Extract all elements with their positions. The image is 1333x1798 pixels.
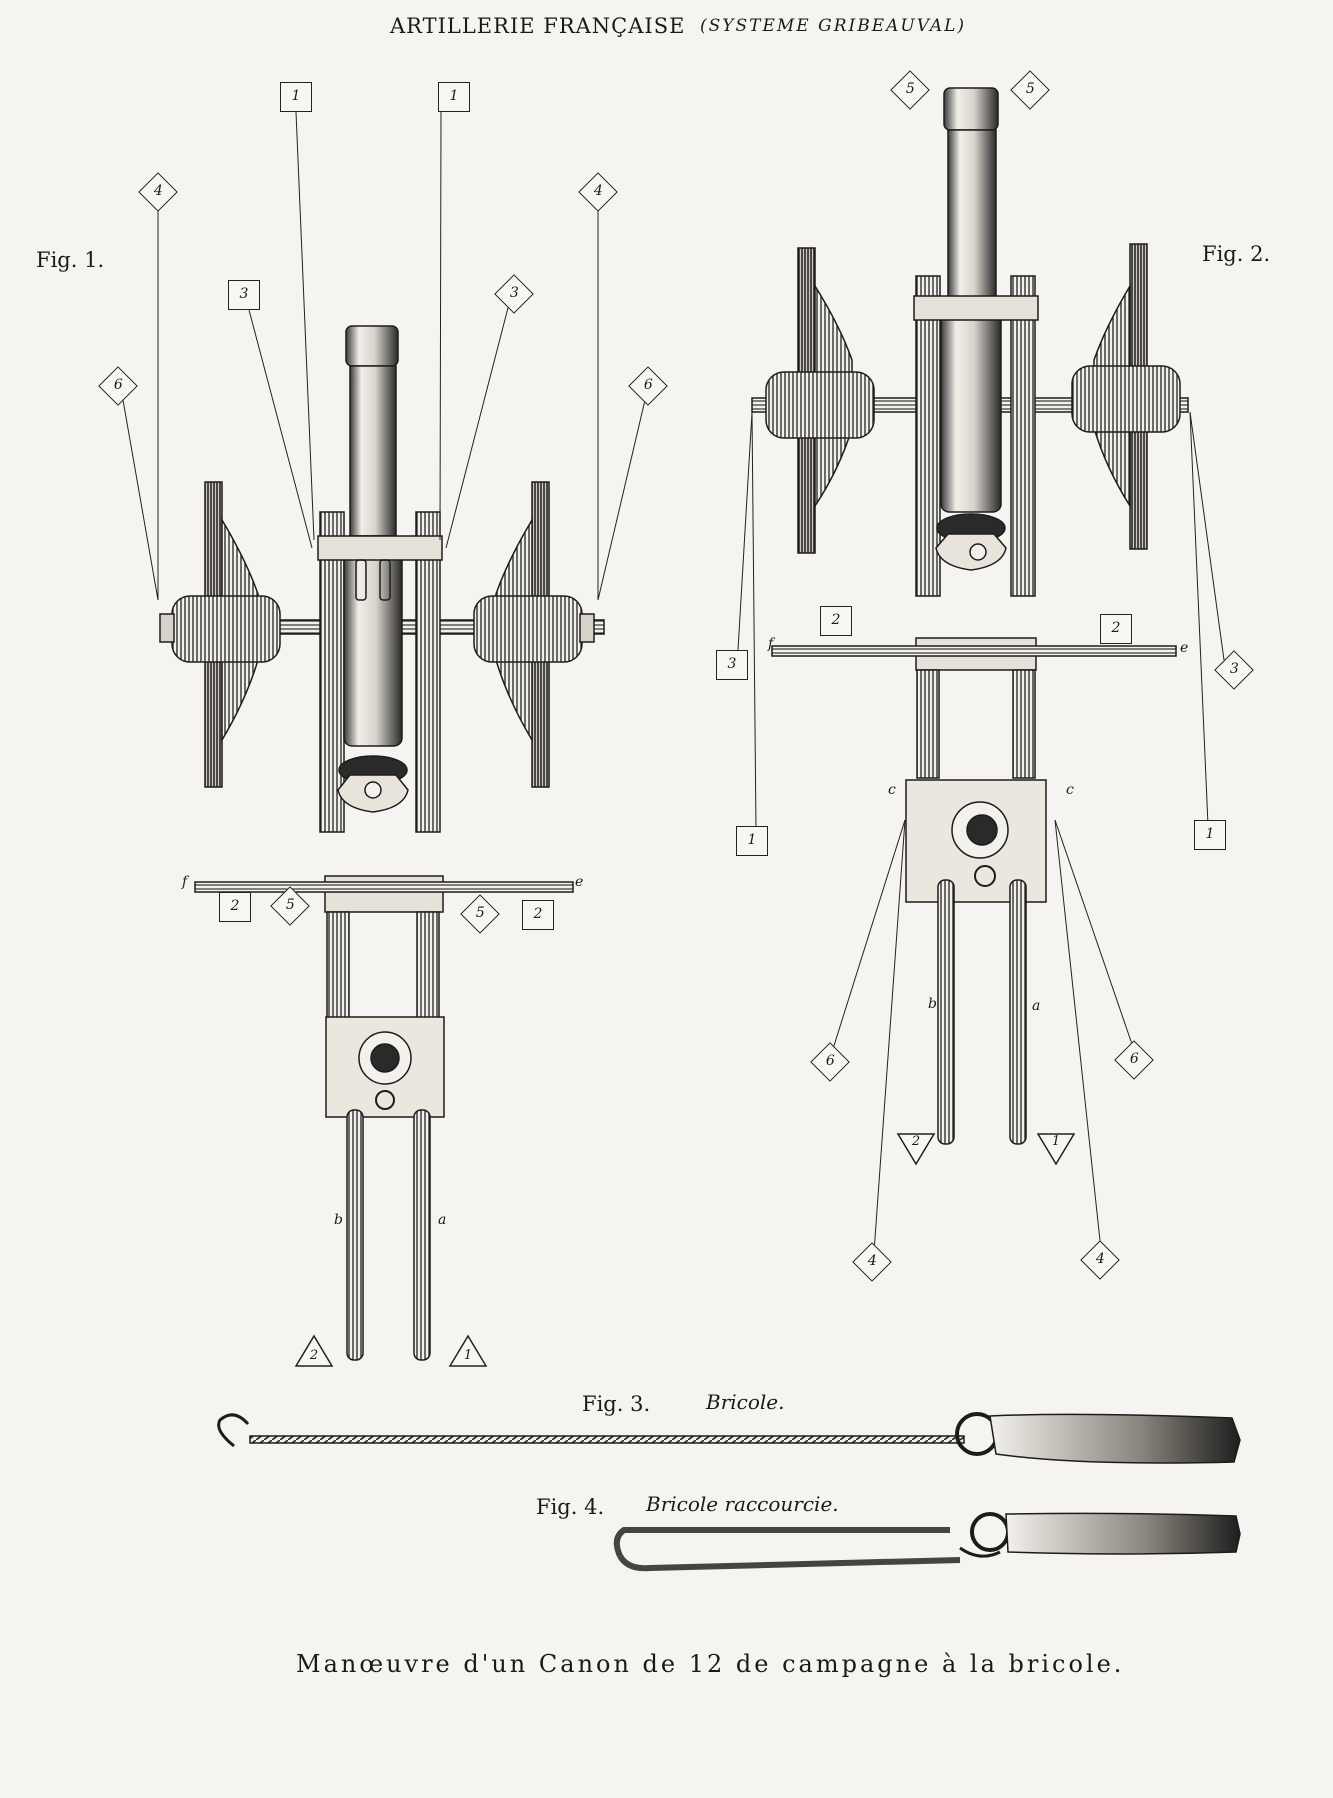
fig1-marker-tri-1: 1 xyxy=(448,1334,488,1368)
plate-subtitle: (SYSTEME GRIBEAUVAL) xyxy=(700,16,967,36)
fig2-letter-a: a xyxy=(1032,998,1041,1014)
fig2-cannon-drawing xyxy=(751,87,1189,1145)
fig2-label: Fig. 2. xyxy=(1202,242,1271,266)
fig1-leader-lines xyxy=(122,111,646,601)
fig1-marker-1-right: 1 xyxy=(438,82,470,112)
fig2-leader-lines xyxy=(737,411,1225,1253)
fig2-letter-e: e xyxy=(1180,640,1189,656)
fig1-marker-3-left: 3 xyxy=(228,280,260,310)
fig3-caption: Bricole. xyxy=(706,1390,785,1414)
fig4-label: Fig. 4. xyxy=(536,1495,605,1519)
fig1-marker-2-right: 2 xyxy=(522,900,554,930)
fig2-letter-f: f xyxy=(768,636,774,652)
fig3-bricole-drawing xyxy=(217,1412,1241,1464)
fig1-label: Fig. 1. xyxy=(36,248,105,272)
fig4-bricole-raccourcie-drawing xyxy=(613,1512,1241,1572)
fig1-marker-2-left: 2 xyxy=(219,892,251,922)
fig2-marker-1-right: 1 xyxy=(1194,820,1226,850)
fig1-marker-tri-2: 2 xyxy=(294,1334,334,1368)
fig3-label: Fig. 3. xyxy=(582,1392,651,1416)
fig1-letter-f: f xyxy=(182,874,188,890)
plate-caption: Manœuvre d'un Canon de 12 de campagne à … xyxy=(296,1650,1125,1678)
fig2-marker-1-left: 1 xyxy=(736,826,768,856)
fig2-letter-c-left: c xyxy=(888,782,896,798)
fig2-letter-b: b xyxy=(928,996,937,1012)
fig1-marker-1-left: 1 xyxy=(280,82,312,112)
fig1-letter-b: b xyxy=(334,1212,343,1228)
fig2-marker-tri-1: 1 xyxy=(1036,1132,1076,1166)
fig1-cannon-drawing xyxy=(159,325,605,1361)
fig1-letter-a: a xyxy=(438,1212,447,1228)
fig2-letter-c-right: c xyxy=(1066,782,1074,798)
plate-title: ARTILLERIE FRANÇAISE xyxy=(390,14,686,38)
fig2-marker-3-left: 3 xyxy=(716,650,748,680)
fig2-marker-2-right: 2 xyxy=(1100,614,1132,644)
fig4-caption: Bricole raccourcie. xyxy=(646,1492,839,1516)
fig2-marker-tri-2: 2 xyxy=(896,1132,936,1166)
fig2-marker-2-left: 2 xyxy=(820,606,852,636)
fig1-letter-e: e xyxy=(575,874,584,890)
